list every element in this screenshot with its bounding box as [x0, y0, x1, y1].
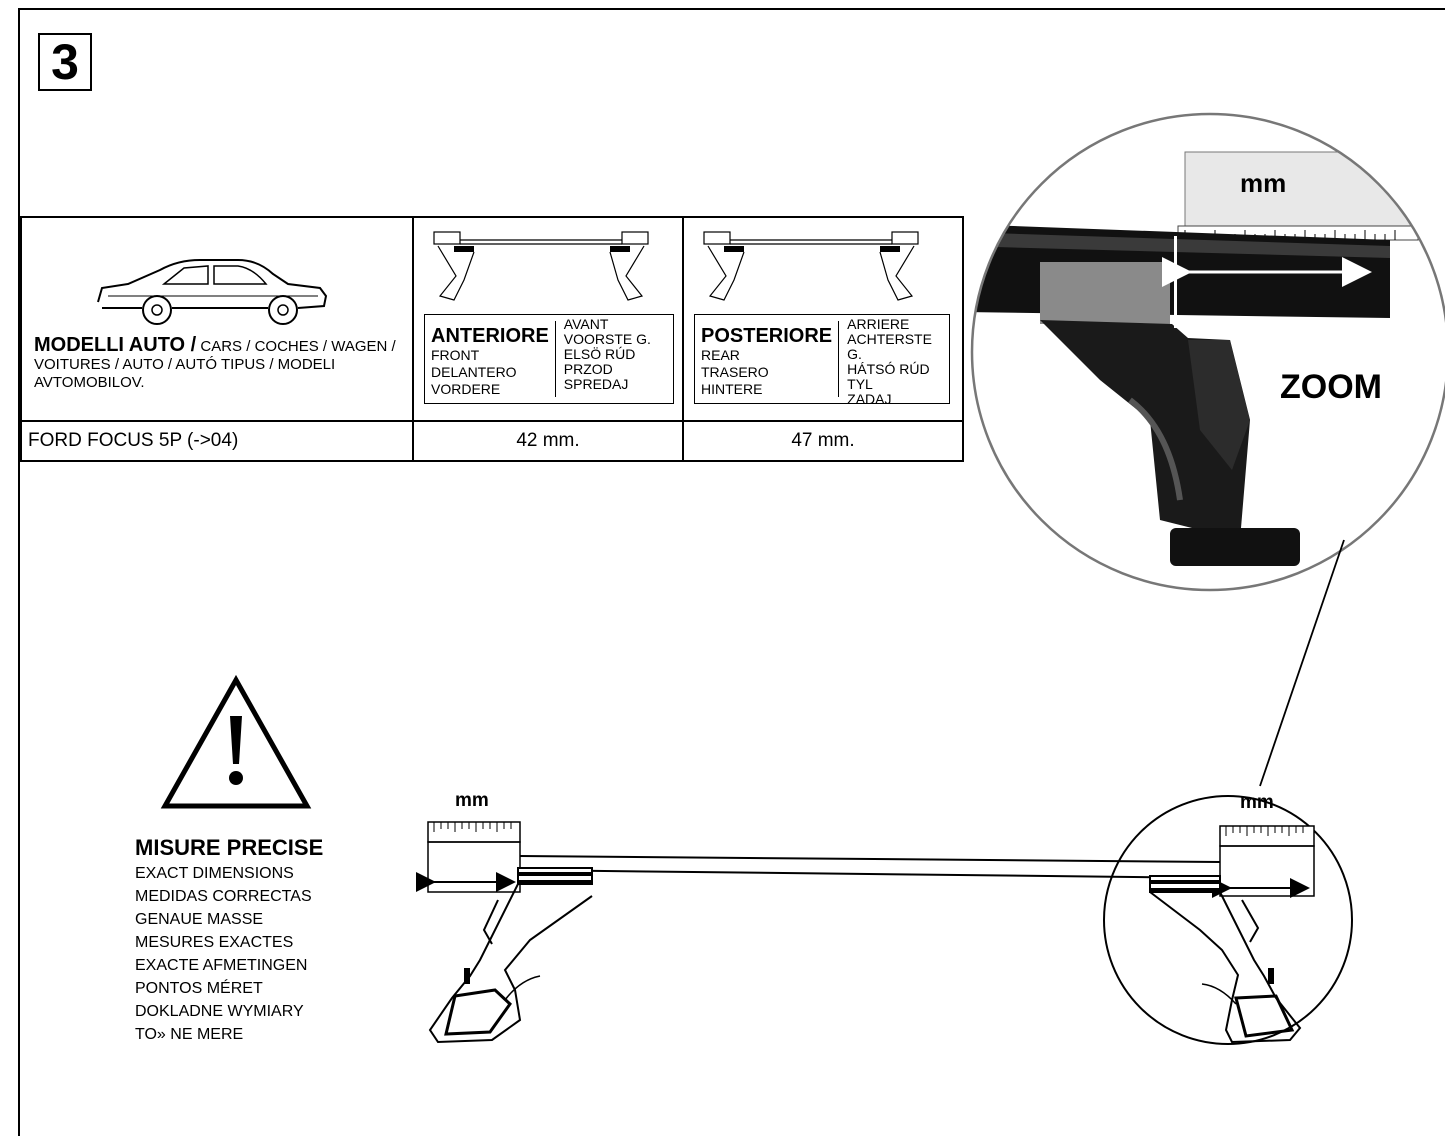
rear-right-3: TYL [847, 376, 873, 392]
page-frame [18, 8, 1445, 1136]
zoom-leader-line [1259, 539, 1345, 787]
front-left-2: VORDERE [431, 381, 501, 397]
front-right-4: SPREDAJ [563, 376, 629, 392]
front-cell: ANTERIORE FRONT DELANTERO VORDERE AVANT … [412, 216, 684, 422]
warning-line-6: DOKLADNE WYMIARY [135, 1003, 304, 1020]
models-cell: MODELLI AUTO / CARS / COCHES / WAGEN / V… [20, 216, 414, 422]
models-heading-bold: MODELLI AUTO / [34, 334, 197, 356]
zoom-label: ZOOM [1280, 368, 1382, 406]
warning-triangle-icon [160, 674, 312, 809]
right-detail-circle [1103, 795, 1353, 1045]
step-number: 3 [38, 33, 92, 91]
rear-rack-icon [703, 231, 919, 301]
warning-line-7: TO» NE MERE [135, 1026, 244, 1043]
right-foot [1149, 875, 1302, 1044]
warning-line-4: EXACTE AFMETINGEN [135, 957, 308, 974]
rear-left-1: TRASERO [701, 364, 769, 380]
rear-label: POSTERIORE REAR TRASERO HINTERE ARRIERE … [694, 314, 950, 407]
right-unit-label: mm [1240, 792, 1274, 813]
front-value-cell: 42 mm. [412, 420, 684, 462]
rear-left-2: HINTERE [701, 381, 763, 397]
precise-measurements-note: MISURE PRECISE EXACT DIMENSIONS MEDIDAS … [135, 834, 323, 1046]
car-icon [97, 259, 328, 325]
front-title: ANTERIORE [431, 325, 549, 347]
rear-right-2: HÁTSÓ RÚD [847, 361, 930, 377]
left-unit-label: mm [455, 790, 489, 811]
warning-line-3: MESURES EXACTES [135, 934, 294, 951]
rear-right-1: ACHTERSTE G. [847, 331, 932, 362]
front-rack-icon [433, 231, 649, 301]
warning-line-0: EXACT DIMENSIONS [135, 865, 294, 882]
rear-cell: POSTERIORE REAR TRASERO HINTERE ARRIERE … [682, 216, 964, 422]
front-label: ANTERIORE FRONT DELANTERO VORDERE AVANT … [424, 314, 674, 404]
left-ruler [416, 821, 521, 893]
front-left-1: DELANTERO [431, 364, 517, 380]
front-left-0: FRONT [431, 347, 480, 363]
rear-title: POSTERIORE [701, 325, 833, 347]
rear-left-0: REAR [701, 347, 740, 363]
left-foot [428, 867, 593, 1044]
zoom-unit-label: mm [1240, 168, 1287, 198]
roof-bar [519, 855, 1221, 879]
models-heading: MODELLI AUTO / CARS / COCHES / WAGEN / V… [34, 334, 414, 392]
front-right-3: PRZOD [563, 361, 613, 377]
front-right-0: AVANT [563, 316, 609, 332]
front-right-2: ELSÖ RÚD [563, 346, 636, 362]
zoom-circle [970, 112, 1445, 592]
front-right-1: VOORSTE G. [563, 331, 651, 347]
rear-right-4: ZADAJ [847, 391, 892, 407]
models-heading-rest: CARS / COCHES / WAGEN / VOITURES / AUTO … [34, 338, 396, 391]
rear-value-cell: 47 mm. [682, 420, 964, 462]
rear-right-0: ARRIERE [847, 316, 910, 332]
warning-title: MISURE PRECISE [135, 835, 324, 860]
fitting-table: MODELLI AUTO / CARS / COCHES / WAGEN / V… [20, 216, 964, 462]
warning-line-1: MEDIDAS CORRECTAS [135, 888, 312, 905]
warning-line-5: PONTOS MÉRET [135, 980, 263, 997]
warning-line-2: GENAUE MASSE [135, 911, 264, 928]
zoom-photo [972, 114, 1445, 590]
right-ruler [1212, 825, 1315, 898]
model-cell: FORD FOCUS 5P (->04) [20, 420, 414, 462]
